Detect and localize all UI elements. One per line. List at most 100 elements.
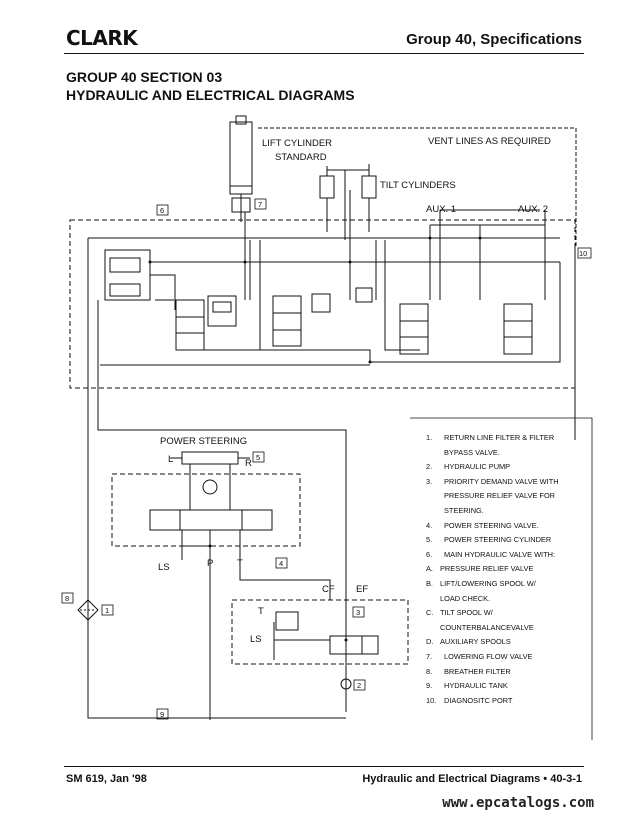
- port-ls2: LS: [250, 634, 262, 645]
- legend-item: 10. DIAGNOSITC PORT: [426, 694, 596, 709]
- legend-item: 1. RETURN LINE FILTER & FILTER: [426, 431, 596, 446]
- port-r: R: [245, 458, 252, 469]
- callout-1: 1: [105, 606, 109, 615]
- callout-10: 10: [579, 249, 587, 258]
- legend-item: 2. HYDRAULIC PUMP: [426, 460, 596, 475]
- legend-text: DIAGNOSITC PORT: [444, 695, 513, 705]
- legend-item: 7. LOWERING FLOW VALVE: [426, 650, 596, 665]
- header-group-title: Group 40, Specifications: [406, 31, 582, 48]
- lowering-flow-valve: [231, 197, 251, 213]
- port-t2: T: [258, 606, 264, 617]
- priority-valve: [329, 635, 379, 655]
- legend-text: COUNTERBALANCEVALVE: [440, 622, 534, 632]
- callout-6: 6: [160, 206, 164, 215]
- callout-2: 2: [357, 681, 361, 690]
- spool-section-3: [399, 303, 429, 355]
- port-cf: CF: [322, 584, 335, 595]
- spool-section-4: [503, 303, 533, 355]
- legend-text: TILT SPOOL W/: [440, 608, 493, 618]
- legend-sub-letter: D.: [426, 637, 434, 647]
- clark-logo: CLARK: [66, 26, 138, 50]
- power-steering-cylinder: [181, 451, 239, 465]
- legend-item: COUNTERBALANCEVALVE: [426, 621, 596, 636]
- legend-number: 3.: [426, 476, 433, 486]
- legend-number: 8.: [426, 666, 433, 676]
- legend-item: A. PRESSURE RELIEF VALVE: [426, 562, 596, 577]
- callout-3: 3: [356, 608, 360, 617]
- legend-sub-letter: A.: [426, 564, 433, 574]
- legend-text: HYDRAULIC PUMP: [444, 462, 511, 472]
- legend-text: BREATHER FILTER: [444, 666, 511, 676]
- legend-item: B. LIFT/LOWERING SPOOL W/: [426, 577, 596, 592]
- legend-number: 4.: [426, 520, 433, 530]
- watermark-url[interactable]: www.epcatalogs.com: [442, 795, 594, 811]
- section-title: GROUP 40 SECTION 03 HYDRAULIC AND ELECTR…: [66, 68, 355, 104]
- callout-4: 4: [279, 559, 283, 568]
- header-rule: [64, 53, 584, 54]
- legend-text: RETURN LINE FILTER & FILTER: [444, 433, 555, 442]
- port-ls: LS: [158, 562, 170, 573]
- section-line-1: GROUP 40 SECTION 03: [66, 69, 223, 85]
- spool-section-2: [272, 295, 302, 347]
- footer-page-ref: Hydraulic and Electrical Diagrams • 40-3…: [362, 773, 582, 785]
- legend-text: HYDRAULIC TANK: [444, 681, 508, 691]
- legend-item: PRESSURE RELIEF VALVE FOR: [426, 489, 596, 504]
- legend-text: LOAD CHECK.: [440, 593, 491, 603]
- port-ef: EF: [356, 584, 368, 595]
- legend-item: C. TILT SPOOL W/: [426, 606, 596, 621]
- legend-item: STEERING.: [426, 504, 596, 519]
- footer-doc-id: SM 619, Jan '98: [66, 773, 147, 785]
- legend-text: LIFT/LOWERING SPOOL W/: [440, 578, 536, 588]
- section-line-2: HYDRAULIC AND ELECTRICAL DIAGRAMS: [66, 87, 355, 103]
- legend-item: LOAD CHECK.: [426, 592, 596, 607]
- label-aux2: AUX. 2: [518, 204, 548, 215]
- callout-7: 7: [258, 200, 262, 209]
- label-vent-lines: VENT LINES AS REQUIRED: [428, 136, 551, 147]
- legend-number: 1.: [426, 433, 433, 442]
- port-l: L: [168, 454, 173, 465]
- legend-item: 8. BREATHER FILTER: [426, 665, 596, 680]
- legend-number: 6.: [426, 549, 433, 559]
- legend-text: LOWERING FLOW VALVE: [444, 651, 533, 661]
- steering-motor: [202, 479, 218, 495]
- legend-number: 9.: [426, 681, 433, 691]
- legend-sub-letter: C.: [426, 608, 434, 618]
- tilt-cylinder-left: [319, 175, 335, 199]
- port-t: T: [237, 558, 243, 569]
- label-standard: STANDARD: [275, 152, 327, 163]
- callout-8: 8: [65, 594, 69, 603]
- label-aux1: AUX. 1: [426, 204, 456, 215]
- label-power-steering: POWER STEERING: [160, 436, 247, 447]
- legend-item: 4. POWER STEERING VALVE.: [426, 519, 596, 534]
- legend-item: BYPASS VALVE.: [426, 446, 596, 461]
- vent-line-frame: [258, 127, 577, 246]
- legend-item: 3. PRIORITY DEMAND VALVE WITH: [426, 475, 596, 490]
- main-valve-block: [69, 219, 576, 389]
- legend-item: D. AUXILIARY SPOOLS: [426, 635, 596, 650]
- legend-text: PRIORITY DEMAND VALVE WITH: [444, 476, 559, 486]
- tilt-cylinder-right: [361, 175, 377, 199]
- legend-text: PRESSURE RELIEF VALVE: [440, 564, 534, 574]
- footer-rule: [64, 766, 584, 767]
- legend-number: 10.: [426, 695, 437, 705]
- legend-sub-letter: B.: [426, 578, 433, 588]
- legend-number: 5.: [426, 535, 433, 545]
- priority-valve-frame: [231, 599, 409, 665]
- legend-text: AUXILIARY SPOOLS: [440, 637, 511, 647]
- label-tilt-cylinders: TILT CYLINDERS: [380, 180, 456, 191]
- legend-text: POWER STEERING VALVE.: [444, 520, 539, 530]
- legend-item: 9. HYDRAULIC TANK: [426, 679, 596, 694]
- legend-item: 6.MAIN HYDRAULIC VALVE WITH:: [426, 548, 596, 563]
- legend-list: 1. RETURN LINE FILTER & FILTER BYPASS VALV…: [426, 431, 596, 708]
- legend-text: PRESSURE RELIEF VALVE FOR: [444, 491, 556, 501]
- callout-5: 5: [256, 453, 260, 462]
- legend-text: POWER STEERING CYLINDER: [444, 535, 552, 545]
- callout-9: 9: [160, 710, 164, 719]
- legend-number: 7.: [426, 651, 433, 661]
- port-p: P: [207, 558, 213, 569]
- legend-text: BYPASS VALVE.: [444, 447, 500, 457]
- legend-number: 2.: [426, 462, 433, 472]
- legend-frame: [410, 417, 593, 740]
- legend-item: 5. POWER STEERING CYLINDER: [426, 533, 596, 548]
